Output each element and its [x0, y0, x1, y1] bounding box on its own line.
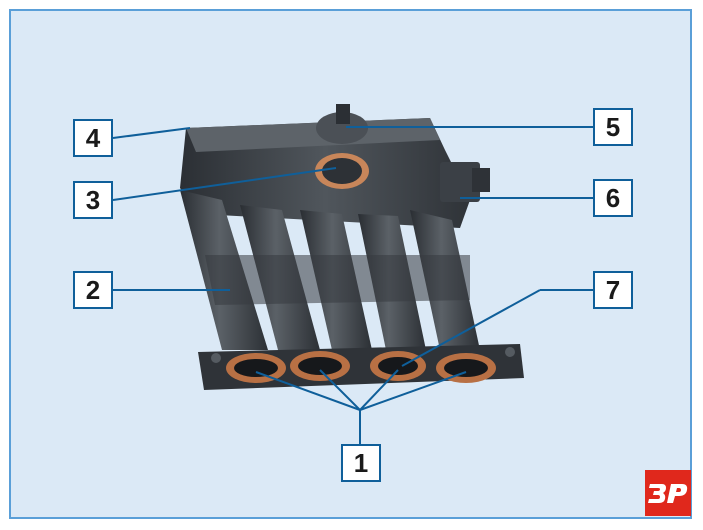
callout-line-4: [112, 127, 191, 139]
label-4: 4: [73, 119, 113, 157]
label-6: 6: [593, 179, 633, 217]
flange: [198, 344, 524, 390]
port-1: [226, 353, 286, 383]
callout-line-1-c: [359, 369, 399, 411]
brand-logo-mark: [648, 484, 688, 503]
label-7: 7: [593, 271, 633, 309]
callout-line-7b: [401, 289, 541, 367]
callout-line-1-d: [359, 371, 467, 411]
port-4: [436, 353, 496, 383]
brand-logo: [645, 470, 691, 516]
vacuum-port-seal: [315, 153, 369, 189]
throttle-neck: [316, 104, 368, 144]
label-1: 1: [341, 444, 381, 482]
label-5: 5: [593, 108, 633, 146]
callout-line-3: [112, 167, 337, 201]
runners: [180, 190, 480, 350]
callout-line-1-b: [319, 369, 361, 411]
label-2: 2: [73, 271, 113, 309]
label-3: 3: [73, 181, 113, 219]
callout-lines: [112, 126, 594, 444]
port-2: [290, 351, 350, 381]
port-3: [370, 351, 426, 381]
callout-line-1-a: [255, 371, 361, 411]
